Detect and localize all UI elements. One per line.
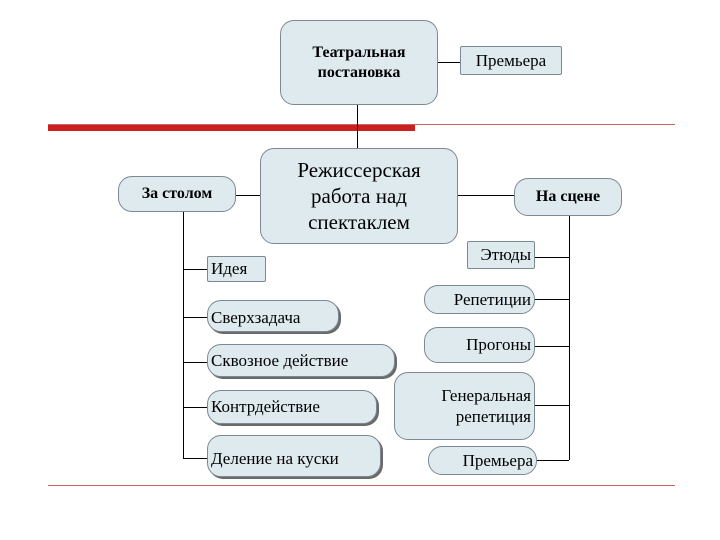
left-tick-3 (183, 362, 207, 363)
root-node-label: Театральная постановка (312, 43, 406, 81)
left-tick-1 (183, 269, 207, 270)
left-item-5: Деление на куски (207, 435, 381, 477)
left-branch-title-label: За столом (141, 185, 213, 202)
connector-right-branch (458, 195, 514, 196)
right-item-5: Премьера (428, 446, 537, 475)
right-trunk (569, 216, 570, 460)
root-node: Театральная постановка (280, 20, 438, 105)
connector-root-premiere (438, 62, 460, 63)
premiere-top-label: Премьера (475, 50, 547, 70)
bottom-rule-line (48, 485, 675, 486)
right-item-4: Генеральная репетиция (394, 372, 535, 440)
left-tick-4 (183, 407, 207, 408)
right-item-2: Репетиции (424, 285, 535, 314)
left-item-4: Контрдействие (207, 390, 377, 424)
left-trunk (183, 212, 184, 458)
right-branch-title-label: На сцене (535, 188, 601, 205)
center-node-label: Режиссерская работа над спектаклем (297, 157, 421, 235)
right-item-5-label: Премьера (462, 450, 533, 470)
connector-left-branch (236, 195, 260, 196)
right-tick-5 (537, 460, 569, 461)
right-tick-3 (535, 346, 569, 347)
connector-root-center (357, 105, 358, 148)
right-item-1: Этюды (467, 241, 535, 269)
right-item-3: Прогоны (424, 327, 535, 363)
left-item-4-label: Контрдействие (211, 397, 320, 417)
left-item-5-label: Деление на куски (211, 449, 339, 468)
left-item-2: Сверхзадача (207, 300, 339, 332)
left-branch-title: За столом (118, 176, 236, 212)
left-item-1: Идея (207, 256, 266, 282)
premiere-top-node: Премьера (460, 46, 562, 75)
left-tick-2 (183, 317, 207, 318)
right-tick-1 (535, 257, 569, 258)
right-tick-2 (535, 299, 569, 300)
right-branch-title: На сцене (514, 178, 622, 216)
right-item-3-label: Прогоны (466, 335, 531, 355)
right-tick-4 (535, 405, 569, 406)
left-item-3-label: Сквозное действие (211, 350, 349, 370)
top-rule-line (48, 124, 675, 125)
right-item-4-label: Генеральная репетиция (441, 385, 531, 426)
right-item-2-label: Репетиции (453, 289, 531, 309)
right-item-1-label: Этюды (480, 245, 531, 265)
top-red-bar (48, 124, 415, 131)
left-item-3: Сквозное действие (207, 344, 395, 377)
left-item-2-label: Сверхзадача (211, 307, 301, 327)
left-item-1-label: Идея (211, 259, 248, 279)
left-tick-5 (183, 458, 207, 459)
center-node: Режиссерская работа над спектаклем (260, 148, 458, 244)
